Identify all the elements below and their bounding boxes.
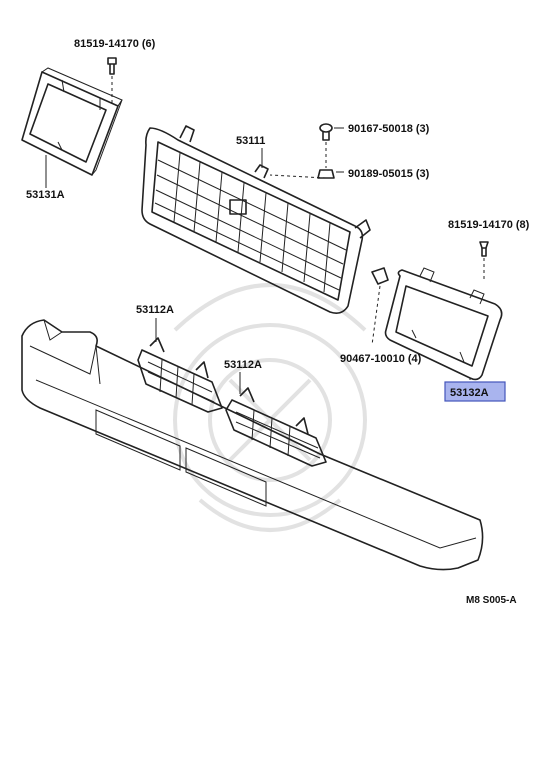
screw-icon — [319, 123, 333, 141]
radiator-grille[interactable] — [141, 125, 371, 314]
label-bolt-top-left: 81519-14170 (6) — [74, 38, 156, 50]
label-grille: 53111 — [236, 135, 265, 147]
front-bumper[interactable] — [21, 319, 484, 571]
label-screw: 90167-50018 (3) — [348, 123, 430, 135]
clip-icon — [371, 267, 389, 285]
left-headlamp-bezel[interactable] — [21, 67, 123, 176]
label-bezel-right: 53132A — [450, 387, 489, 399]
watermark-emblem — [173, 283, 367, 532]
label-bezel-left: 53131A — [26, 189, 65, 201]
nut-icon — [317, 169, 335, 179]
diagram-code: M8 S005-A — [466, 595, 517, 606]
label-clip: 90467-10010 (4) — [340, 353, 422, 365]
label-nut: 90189-05015 (3) — [348, 168, 430, 180]
highlighted-part-label[interactable]: 53132A — [444, 381, 506, 402]
right-headlamp-bezel[interactable] — [384, 267, 503, 381]
label-grille-lower-left: 53112A — [136, 304, 174, 316]
label-grille-lower-right: 53112A — [224, 359, 262, 371]
bolt-top-left-icon — [107, 57, 117, 104]
lower-grille-right[interactable] — [225, 387, 327, 467]
bolt-right-icon — [479, 241, 489, 280]
label-bolt-right: 81519-14170 (8) — [448, 219, 530, 231]
highlight-box — [444, 381, 506, 402]
